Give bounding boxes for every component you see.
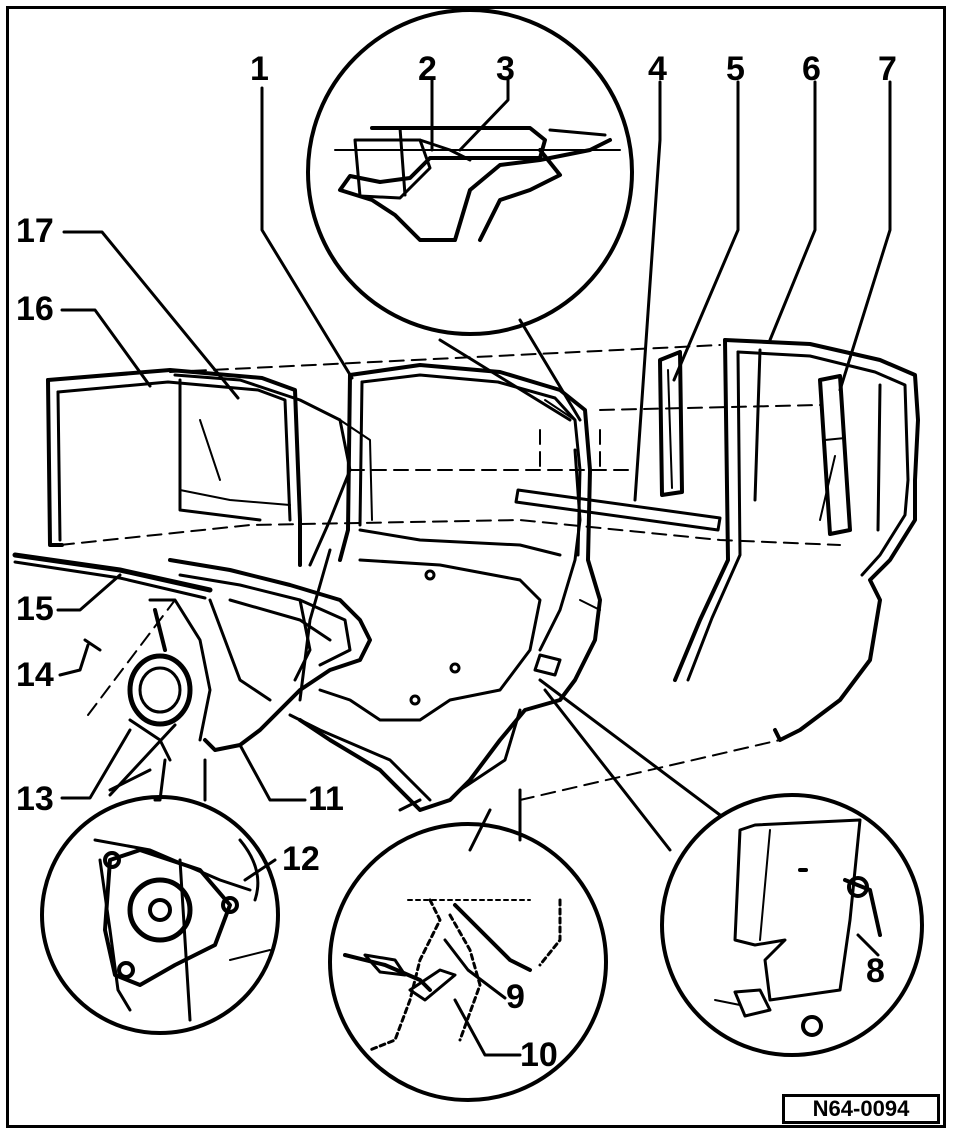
leader-lines	[56, 78, 892, 1057]
callout-4: 4	[648, 50, 667, 88]
window-regulator	[12, 552, 372, 762]
detail-circle-left	[40, 795, 280, 1035]
guide-rail-and-trim	[514, 350, 722, 532]
callout-15: 15	[16, 590, 54, 628]
callout-8: 8	[866, 952, 885, 990]
callout-10: 10	[520, 1036, 558, 1074]
callout-17: 17	[16, 212, 54, 250]
callout-2: 2	[418, 50, 437, 88]
door-shell	[288, 363, 602, 812]
alignment-lines	[59, 344, 841, 801]
figure-reference-tag: N64-0094	[782, 1094, 940, 1124]
detail-circle-middle	[328, 822, 608, 1102]
callout-14: 14	[16, 656, 54, 694]
callout-16: 16	[16, 290, 54, 328]
callout-3: 3	[496, 50, 515, 88]
callout-9: 9	[506, 978, 525, 1016]
callout-12: 12	[282, 840, 320, 878]
callout-6: 6	[802, 50, 821, 88]
callout-13: 13	[16, 780, 54, 818]
callout-7: 7	[878, 50, 897, 88]
detail-circle-right	[660, 793, 924, 1057]
callout-5: 5	[726, 50, 745, 88]
callout-11: 11	[308, 780, 344, 818]
callout-1: 1	[250, 50, 269, 88]
detail-circle-top	[306, 8, 634, 336]
window-glass-and-seal	[46, 368, 352, 567]
rear-seal	[673, 338, 920, 742]
